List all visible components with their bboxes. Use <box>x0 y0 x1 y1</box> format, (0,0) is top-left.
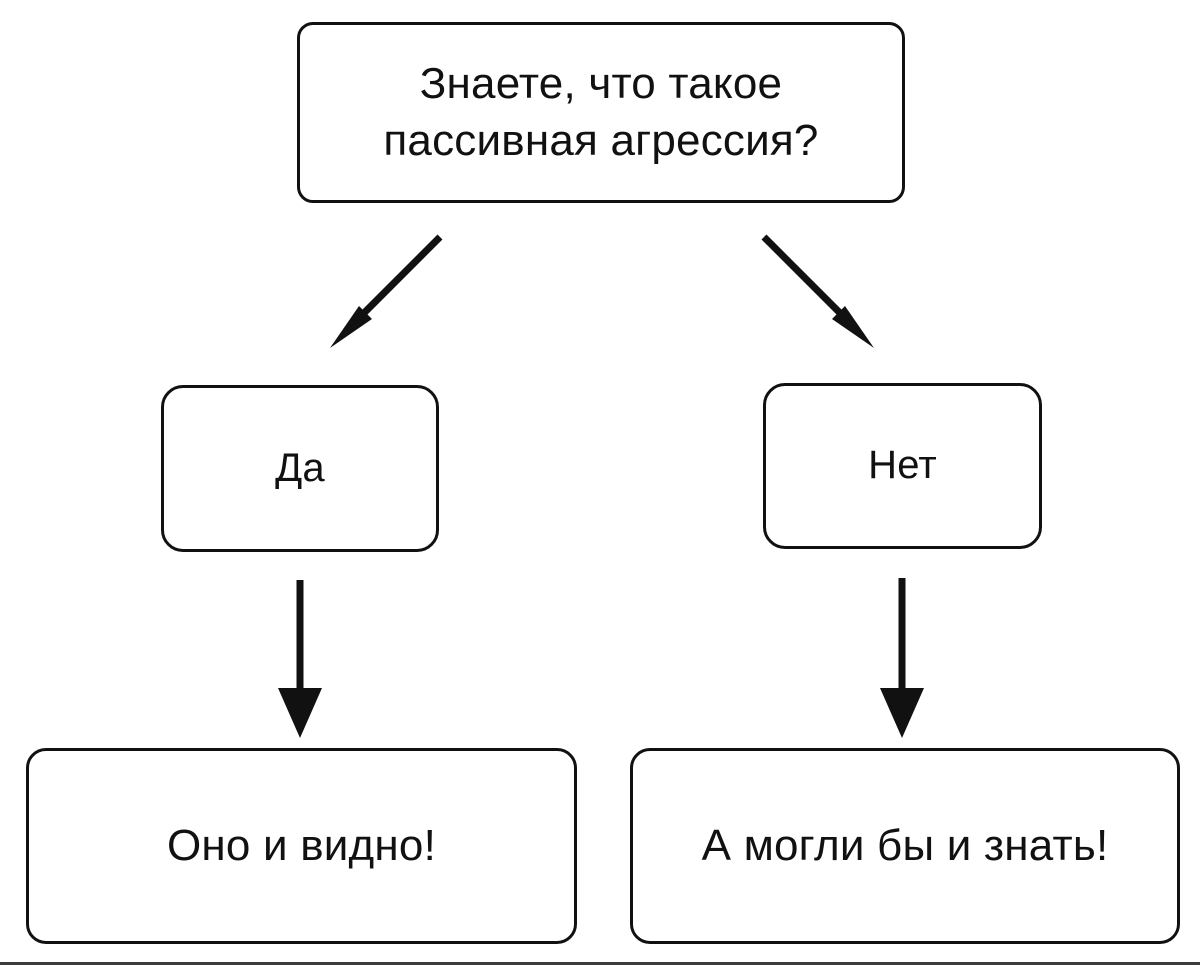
edge-line <box>761 234 852 325</box>
node-yes-label: Да <box>275 445 325 490</box>
arrowhead-down-left <box>330 306 372 348</box>
flowchart-node-no-result[interactable]: А могли бы и знать! <box>630 748 1180 944</box>
edge-question-to-yes <box>330 234 443 348</box>
node-question-label: Знаете, что такое пассивная агрессия? <box>383 59 819 165</box>
edge-line <box>352 234 443 325</box>
node-yes-result-label: Оно и видно! <box>166 820 437 870</box>
node-no-label: Нет <box>868 443 937 488</box>
arrowhead-down <box>880 688 924 738</box>
arrowhead-down-right <box>832 306 874 348</box>
flowchart-node-no[interactable]: Нет <box>763 383 1042 549</box>
arrowhead-down <box>278 688 322 738</box>
edge-yes-to-yes-result <box>278 580 322 738</box>
flowchart-node-yes-result[interactable]: Оно и видно! <box>26 748 577 944</box>
flowchart-node-question[interactable]: Знаете, что такое пассивная агрессия? <box>297 22 905 203</box>
bottom-divider <box>0 962 1200 965</box>
flowchart-node-yes[interactable]: Да <box>161 385 439 552</box>
node-no-result-label: А могли бы и знать! <box>701 820 1109 870</box>
edge-question-to-no <box>761 234 874 348</box>
edge-no-to-no-result <box>880 578 924 738</box>
